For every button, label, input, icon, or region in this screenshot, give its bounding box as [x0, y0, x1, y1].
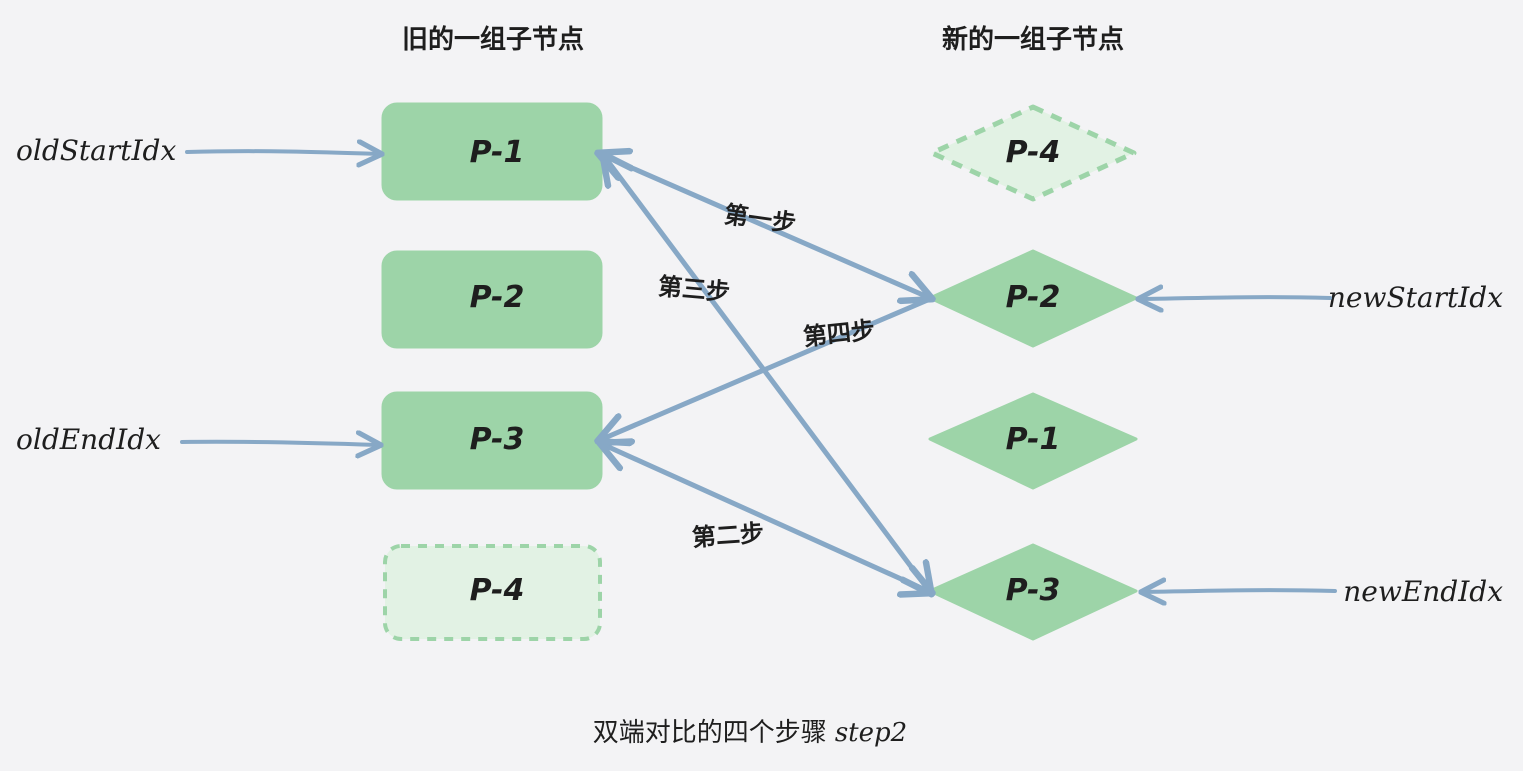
new-node-p3-label: P-3 [1006, 573, 1061, 608]
new-node-p2-label: P-2 [1006, 280, 1061, 315]
step-two-arrow [602, 444, 930, 592]
new-start-idx-label: newStartIdx [1328, 281, 1503, 314]
old-start-idx-label: oldStartIdx [16, 134, 176, 167]
new-start-pointer-arrow [1140, 297, 1332, 299]
step-four-arrow [600, 296, 933, 440]
old-start-pointer-arrow [185, 151, 380, 154]
step-one-label: 第一步 [722, 200, 797, 238]
old-node-p4-label: P-4 [470, 573, 525, 608]
new-end-idx-label: newEndIdx [1343, 575, 1503, 608]
old-end-pointer-arrow [180, 442, 379, 445]
old-node-p2: P-2 [381, 250, 603, 349]
new-node-p1-label: P-1 [1006, 422, 1061, 457]
step-three-arrow [604, 156, 930, 592]
old-end-idx-label: oldEndIdx [16, 423, 161, 456]
step-four-label: 第四步 [802, 316, 877, 351]
old-node-p3: P-3 [381, 391, 603, 490]
new-node-p2: P-2 [928, 249, 1138, 348]
old-node-p1-label: P-1 [470, 135, 525, 170]
old-children-heading: 旧的一组子节点 [402, 24, 584, 55]
caption-suffix: step2 [835, 718, 907, 748]
new-children-heading: 新的一组子节点 [942, 24, 1124, 55]
new-node-p4-label: P-4 [1006, 135, 1061, 170]
old-node-p3-label: P-3 [470, 422, 525, 457]
old-node-p4: P-4 [383, 544, 602, 641]
diagram-caption: 双端对比的四个步骤 step2 [593, 718, 907, 748]
old-node-p1: P-1 [381, 102, 603, 201]
step-three-label: 第三步 [657, 272, 731, 306]
old-node-p2-label: P-2 [470, 280, 525, 315]
new-node-p3: P-3 [928, 543, 1138, 641]
new-node-p4: P-4 [929, 104, 1137, 202]
caption-text: 双端对比的四个步骤 [593, 718, 827, 748]
new-end-pointer-arrow [1143, 590, 1337, 592]
step-two-label: 第二步 [691, 519, 765, 552]
new-node-p1: P-1 [928, 392, 1138, 490]
